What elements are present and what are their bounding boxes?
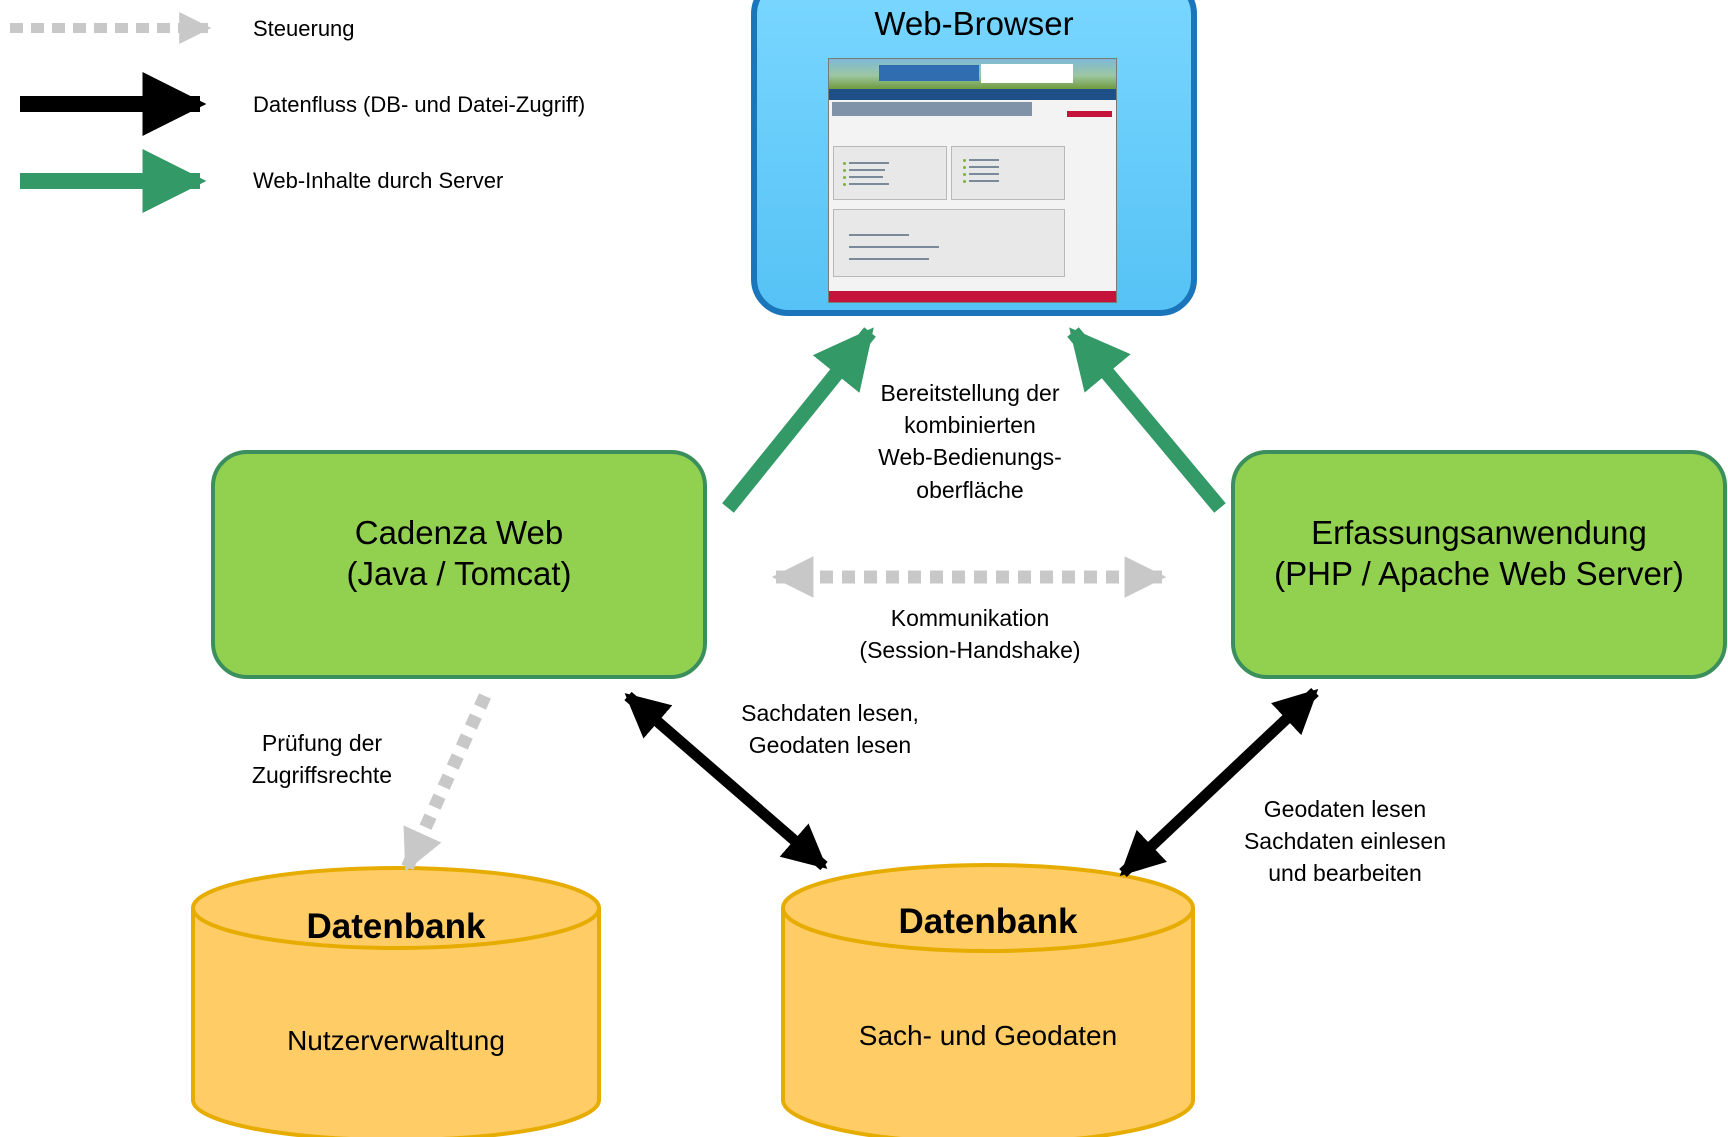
arrow-cadenza-to-browser xyxy=(722,327,876,513)
screenshot-bullet xyxy=(843,169,846,172)
db-users-cylinder xyxy=(191,866,601,1137)
screenshot-line xyxy=(969,159,999,161)
legend-dataflow-label: Datenfluss (DB- und Datei-Zugriff) xyxy=(253,92,586,117)
screenshot-line xyxy=(849,169,885,171)
legend-control-label: Steuerung xyxy=(253,16,355,41)
browser-title: Web-Browser xyxy=(874,5,1074,42)
cadenza-title: Cadenza Web xyxy=(354,514,564,551)
screenshot-red-button xyxy=(1067,111,1112,117)
communication-line: Kommunikation xyxy=(890,605,1050,631)
screenshot-logo xyxy=(879,65,979,81)
arrow-cadenza-db xyxy=(624,691,828,871)
legend-webcontent-label: Web-Inhalte durch Server xyxy=(253,168,504,193)
screenshot-bullet xyxy=(963,180,966,183)
legend xyxy=(10,11,212,213)
erfassung-db-line: Sachdaten einlesen xyxy=(1243,828,1447,855)
erfassung-subtitle: (PHP / Apache Web Server) xyxy=(1274,555,1684,593)
communication-label: Kommunikation (Session-Handshake) xyxy=(810,602,1130,666)
db-data-title: Datenbank xyxy=(898,902,1078,941)
erfassung-db-label: Geodaten lesen Sachdaten einlesen und be… xyxy=(1200,793,1490,890)
communication-line: (Session-Handshake) xyxy=(859,637,1081,664)
cadenza-subtitle: (Java / Tomcat) xyxy=(346,555,572,593)
cadenza-db-label: Sachdaten lesen, Geodaten lesen xyxy=(700,697,960,761)
db-users-subtitle: Nutzerverwaltung xyxy=(287,1025,505,1056)
screenshot-line xyxy=(969,166,999,168)
erfassung-box xyxy=(1231,450,1727,679)
arrow-access-check xyxy=(401,693,491,872)
erfassung-title: Erfassungsanwendung xyxy=(1311,514,1647,551)
screenshot-line xyxy=(849,246,939,248)
arrow-erfassung-to-browser xyxy=(1067,327,1226,513)
db-data-subtitle: Sach- und Geodaten xyxy=(858,1020,1118,1051)
web-ui-line: Web-Bedienungs- xyxy=(878,444,1062,471)
screenshot-navbar xyxy=(829,89,1116,100)
screenshot-header xyxy=(832,102,1032,116)
screenshot-line xyxy=(849,176,883,178)
web-ui-line: kombinierten xyxy=(904,412,1036,439)
screenshot-footer xyxy=(829,291,1116,302)
erfassung-label: Erfassungsanwendung (PHP / Apache Web Se… xyxy=(1233,512,1725,595)
cadenza-db-line: Sachdaten lesen, xyxy=(741,700,919,726)
screenshot-bullet xyxy=(963,159,966,162)
browser-screenshot xyxy=(828,58,1117,303)
web-ui-label: Bereitstellung der kombinierten Web-Bedi… xyxy=(820,377,1120,506)
screenshot-sh-logo xyxy=(981,64,1073,83)
screenshot-line xyxy=(849,258,929,260)
screenshot-bullet xyxy=(963,166,966,169)
erfassung-db-line: Geodaten lesen xyxy=(1263,796,1427,822)
cadenza-db-line: Geodaten lesen xyxy=(748,732,912,759)
arrow-erfassung-db xyxy=(1119,687,1319,878)
web-ui-line: Bereitstellung der xyxy=(880,380,1060,406)
screenshot-bullet xyxy=(843,162,846,165)
screenshot-line xyxy=(849,183,889,185)
screenshot-line xyxy=(849,234,909,236)
screenshot-panel-1 xyxy=(833,146,947,200)
cadenza-box xyxy=(211,450,707,679)
screenshot-panel-3 xyxy=(833,209,1065,277)
screenshot-bullet xyxy=(843,183,846,186)
screenshot-line xyxy=(969,180,999,182)
access-check-line: Prüfung der xyxy=(261,730,383,756)
erfassung-db-line: und bearbeiten xyxy=(1268,860,1422,887)
web-ui-line: oberfläche xyxy=(916,476,1024,503)
cadenza-label: Cadenza Web (Java / Tomcat) xyxy=(213,512,705,595)
screenshot-line xyxy=(969,173,999,175)
screenshot-line xyxy=(849,162,889,164)
access-check-line: Zugriffsrechte xyxy=(251,762,393,789)
db-data-cylinder xyxy=(781,863,1195,1137)
screenshot-bullet xyxy=(963,173,966,176)
db-users-title: Datenbank xyxy=(306,907,486,946)
screenshot-bullet xyxy=(843,176,846,179)
access-check-label: Prüfung der Zugriffsrechte xyxy=(222,727,422,791)
